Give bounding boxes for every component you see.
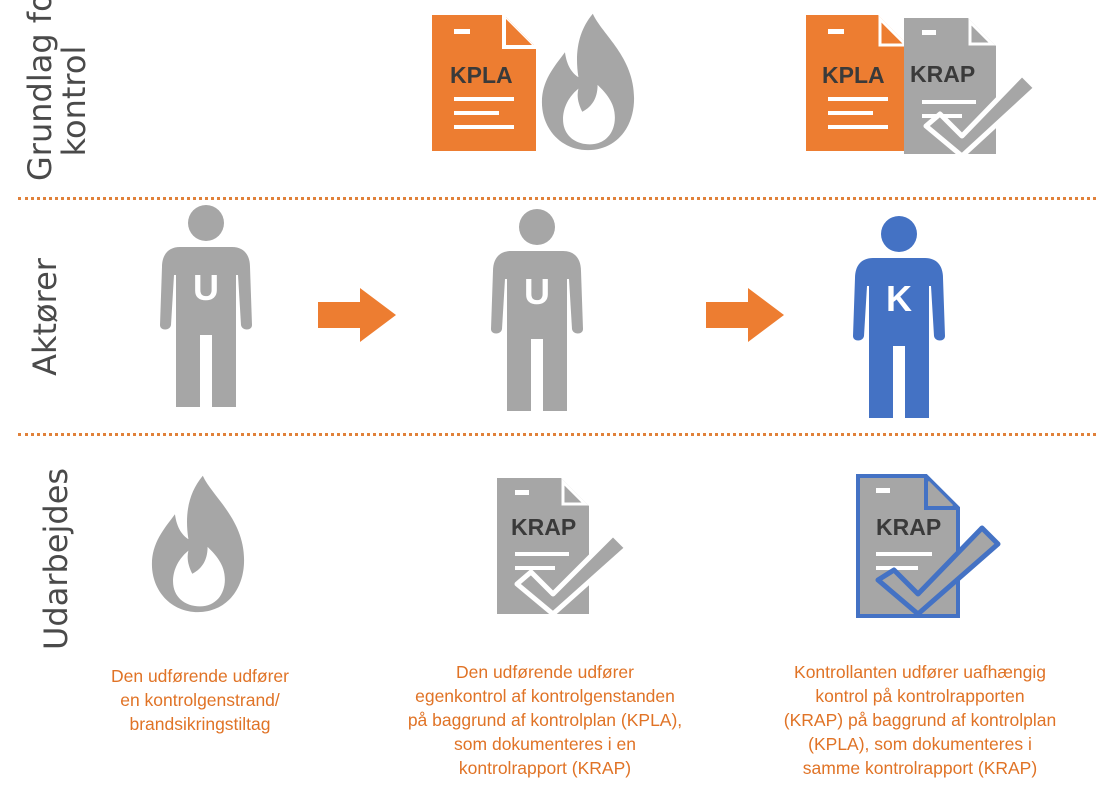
caption-col3-line: (KRAP) på baggrund af kontrolplan: [783, 710, 1057, 730]
person-udforende-icon-1: U: [160, 205, 252, 407]
divider-top: [18, 197, 1096, 200]
row-label-grundlag-line1: Grundlag for: [21, 0, 59, 181]
krap-document-check-icon-col2: KRAP: [497, 478, 637, 617]
row-label-grundlag: Grundlag for kontrol: [21, 0, 93, 181]
krap-document-check-blue-icon: KRAP: [856, 474, 1004, 619]
row-label-udarbejdes: Udarbejdes: [37, 467, 75, 650]
kpla-label: KPLA: [450, 62, 513, 88]
caption-col3-line: kontrol på kontrolrapporten: [815, 686, 1025, 706]
row-label-aktorer: Aktører: [26, 258, 64, 376]
caption-col3: Kontrollanten udfører uafhængig kontrol …: [760, 660, 1080, 780]
kpla-document-icon: KPLA: [432, 15, 536, 151]
person-letter-u-2: U: [524, 271, 550, 312]
kpla-document-icon-col3: KPLA: [806, 15, 910, 151]
person-letter-k: K: [886, 278, 912, 319]
caption-col2-line: Den udførende udfører: [455, 662, 634, 682]
caption-col3-line: samme kontrolrapport (KRAP): [802, 758, 1038, 778]
caption-col1: Den udførende udfører en kontrolgenstran…: [75, 664, 325, 736]
caption-col1-line: en kontrolgenstrand/: [120, 690, 280, 710]
arrow-right-icon-1: [318, 288, 396, 342]
caption-col2-line: kontrolrapport (KRAP): [458, 758, 632, 778]
caption-col2: Den udførende udfører egenkontrol af kon…: [390, 660, 700, 780]
caption-col2-line: på baggrund af kontrolplan (KPLA),: [407, 710, 683, 730]
krap-label-col3-result: KRAP: [876, 514, 942, 540]
caption-col2-line: som dokumenteres i en: [454, 734, 636, 754]
arrow-right-icon-2: [706, 288, 784, 342]
fire-icon-result: [150, 472, 246, 614]
person-kontrollant-icon: K: [853, 216, 945, 418]
krap-label-col3: KRAP: [910, 61, 976, 87]
person-letter-u-1: U: [193, 267, 219, 308]
person-udforende-icon-2: U: [491, 209, 583, 411]
caption-col1-line: brandsikringstiltag: [129, 714, 271, 734]
kpla-label-col3: KPLA: [822, 62, 885, 88]
krap-document-check-icon-col3: KRAP: [904, 18, 1044, 159]
row-label-grundlag-line2: kontrol: [55, 45, 93, 157]
krap-label-col2: KRAP: [511, 514, 577, 540]
fire-icon: [540, 10, 636, 152]
caption-col3-line: Kontrollanten udfører uafhængig: [794, 662, 1046, 682]
caption-col2-line: egenkontrol af kontrolgenstanden: [415, 686, 675, 706]
divider-middle: [18, 433, 1096, 436]
caption-col1-line: Den udførende udfører: [110, 666, 289, 686]
caption-col3-line: (KPLA), som dokumenteres i: [808, 734, 1032, 754]
